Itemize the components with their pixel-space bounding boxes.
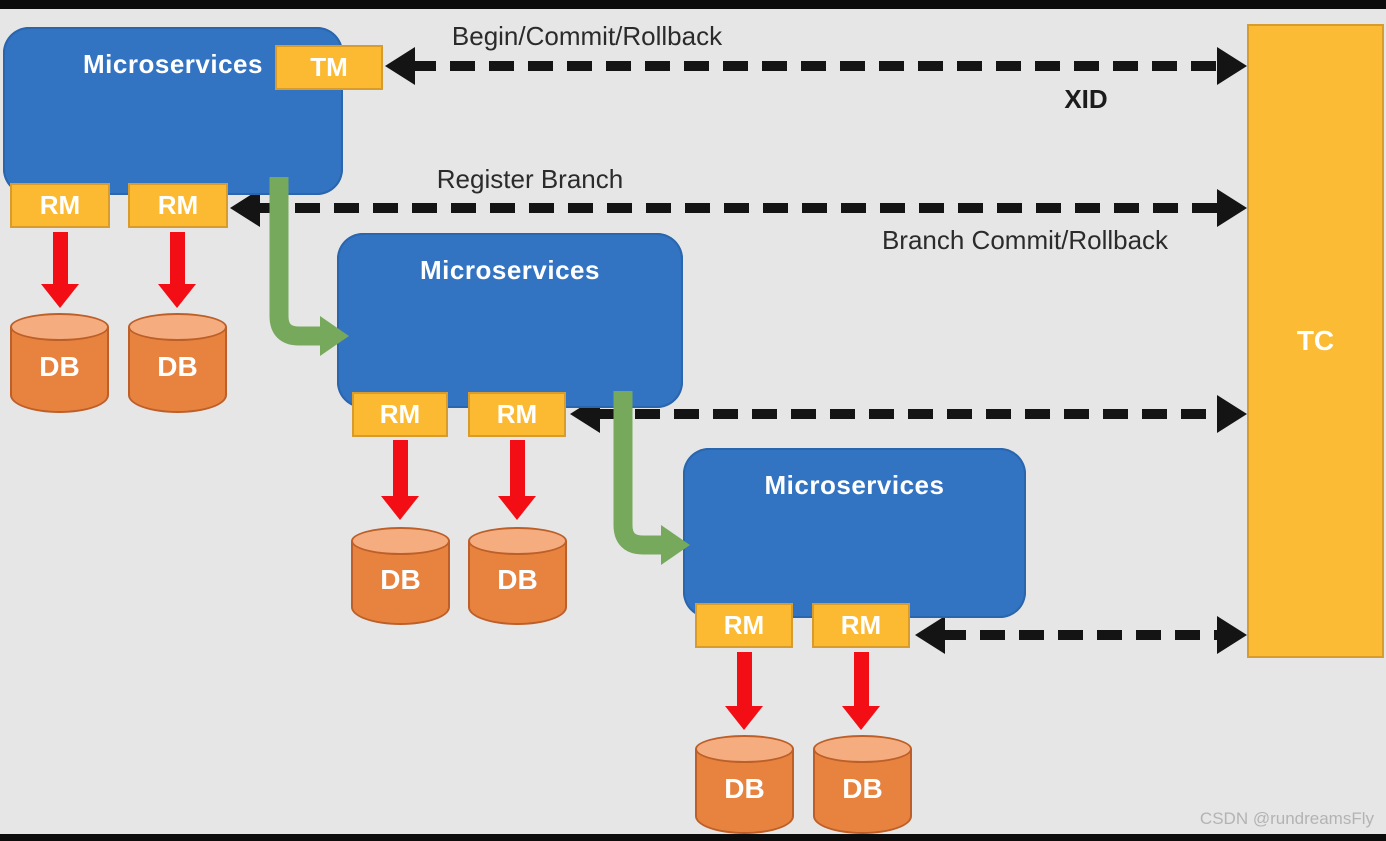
rm-label-1b: RM bbox=[157, 190, 199, 220]
rm-label-2a: RM bbox=[379, 399, 421, 429]
red-arrow-shaft bbox=[169, 232, 185, 284]
red-arrow-shaft bbox=[853, 652, 869, 706]
db-cylinder-body bbox=[10, 327, 109, 413]
db-cylinder-3a: DB bbox=[695, 735, 794, 834]
arrowhead-left-tm bbox=[385, 47, 415, 85]
label-branch-commit-rollback: Branch Commit/Rollback bbox=[881, 225, 1169, 255]
bottom-border-bar bbox=[0, 834, 1386, 841]
db-cylinder-1a: DB bbox=[10, 313, 109, 413]
dashed-line-branch-3 bbox=[941, 630, 1221, 640]
rm-box-2a: RM bbox=[352, 392, 448, 437]
microservice-box-2: Microservices bbox=[337, 233, 683, 408]
arrowhead-right-tc-3 bbox=[1217, 395, 1247, 433]
tm-box: TM bbox=[275, 45, 383, 90]
rm-label-3b: RM bbox=[840, 610, 882, 640]
dashed-line-register-branch bbox=[256, 203, 1221, 213]
red-arrow-shaft bbox=[392, 440, 408, 496]
db-cylinder-top bbox=[10, 313, 109, 341]
red-arrow-3a bbox=[725, 652, 763, 730]
red-arrow-shaft bbox=[736, 652, 752, 706]
db-cylinder-top bbox=[128, 313, 227, 341]
rm-label-3a: RM bbox=[723, 610, 765, 640]
watermark-text: CSDN @rundreamsFly bbox=[1199, 809, 1374, 828]
db-label-2b: DB bbox=[497, 563, 538, 595]
label-register-branch: Register Branch bbox=[436, 164, 624, 194]
db-cylinder-2a: DB bbox=[351, 527, 450, 625]
red-arrow-2a bbox=[381, 440, 419, 520]
rm-box-2b: RM bbox=[468, 392, 566, 437]
db-cylinder-3b: DB bbox=[813, 735, 912, 834]
tc-label: TC bbox=[1296, 325, 1335, 356]
red-arrowhead bbox=[158, 284, 196, 308]
db-cylinder-top bbox=[813, 735, 912, 763]
db-label-3a: DB bbox=[724, 772, 765, 804]
rm-box-3a: RM bbox=[695, 603, 793, 648]
db-cylinder-body bbox=[813, 749, 912, 834]
microservice-title-1: Microservices bbox=[83, 49, 263, 79]
rm-label-2b: RM bbox=[496, 399, 538, 429]
dashed-line-branch-2 bbox=[596, 409, 1221, 419]
db-label-1b: DB bbox=[157, 350, 198, 382]
red-arrowhead bbox=[725, 706, 763, 730]
label-begin-commit-rollback: Begin/Commit/Rollback bbox=[451, 21, 723, 51]
arrowhead-right-tc-2 bbox=[1217, 189, 1247, 227]
db-label-3b: DB bbox=[842, 772, 883, 804]
arrowhead-right-tc-4 bbox=[1217, 616, 1247, 654]
db-cylinder-1b: DB bbox=[128, 313, 227, 413]
dashed-line-begin-commit-rollback bbox=[411, 61, 1221, 71]
red-arrowhead bbox=[498, 496, 536, 520]
microservice-box-3: Microservices bbox=[683, 448, 1026, 618]
top-border-bar bbox=[0, 0, 1386, 9]
rm-box-1b: RM bbox=[128, 183, 228, 228]
red-arrowhead bbox=[381, 496, 419, 520]
red-arrowhead bbox=[41, 284, 79, 308]
db-cylinder-2b: DB bbox=[468, 527, 567, 625]
microservice-title-3: Microservices bbox=[764, 470, 945, 500]
db-cylinder-top bbox=[351, 527, 450, 555]
tc-box: TC bbox=[1247, 24, 1384, 658]
red-arrowhead bbox=[842, 706, 880, 730]
label-xid: XID bbox=[1064, 84, 1108, 114]
red-arrow-shaft bbox=[52, 232, 68, 284]
rm-box-3b: RM bbox=[812, 603, 910, 648]
db-label-2a: DB bbox=[380, 563, 421, 595]
db-cylinder-body bbox=[695, 749, 794, 834]
db-cylinder-body bbox=[351, 541, 450, 625]
db-cylinder-body bbox=[128, 327, 227, 413]
db-cylinder-top bbox=[468, 527, 567, 555]
rm-label-1a: RM bbox=[39, 190, 81, 220]
red-arrow-shaft bbox=[509, 440, 525, 496]
arrowhead-left-rm3 bbox=[915, 616, 945, 654]
arrowhead-left-rm1 bbox=[230, 189, 260, 227]
db-cylinder-body bbox=[468, 541, 567, 625]
db-cylinder-top bbox=[695, 735, 794, 763]
red-arrow-1a bbox=[41, 232, 79, 308]
rm-box-1a: RM bbox=[10, 183, 110, 228]
microservice-title-2: Microservices bbox=[420, 255, 600, 285]
green-flow-arrow-1 bbox=[269, 177, 320, 346]
db-label-1a: DB bbox=[39, 350, 80, 382]
red-arrow-3b bbox=[842, 652, 880, 730]
arrowhead-right-tc-1 bbox=[1217, 47, 1247, 85]
tm-label: TM bbox=[310, 52, 348, 82]
red-arrow-2b bbox=[498, 440, 536, 520]
red-arrow-1b bbox=[158, 232, 196, 308]
